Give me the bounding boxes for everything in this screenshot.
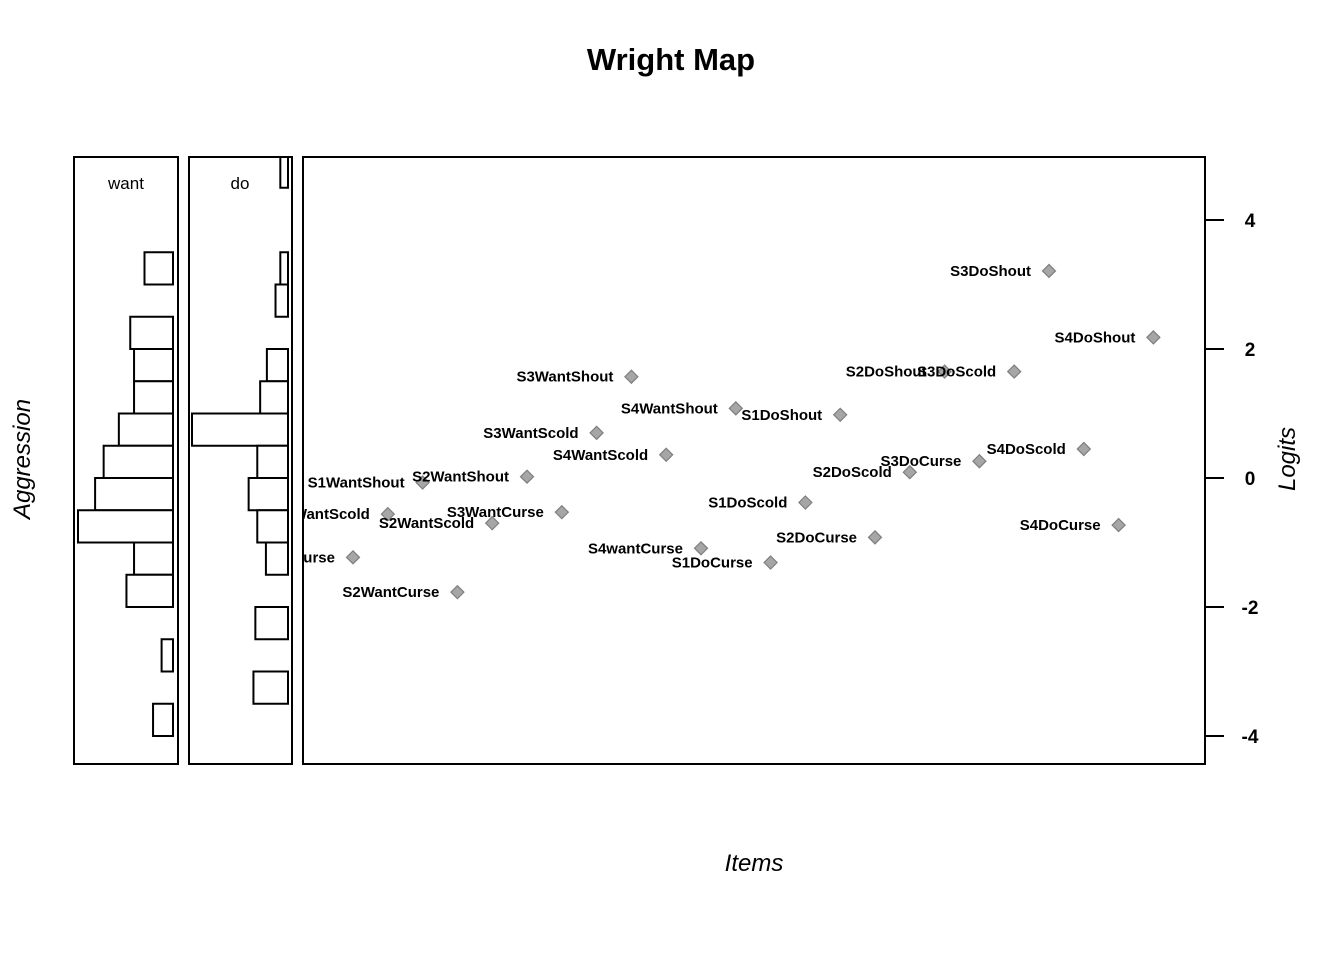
item-label: S3WantCurse	[447, 504, 544, 521]
do-histogram-bar	[256, 509, 289, 544]
do-histogram-bar	[264, 541, 290, 576]
want-histogram-bar	[125, 573, 174, 608]
want-panel-frame	[73, 156, 179, 765]
want-histogram-panel: want	[73, 156, 179, 765]
item-point	[867, 529, 883, 545]
item-label: S4wantCurse	[588, 540, 683, 557]
item-point	[1006, 364, 1022, 379]
want-histogram-bar	[152, 702, 175, 737]
item-point	[415, 475, 430, 490]
item-point	[1111, 517, 1126, 533]
item-point	[693, 540, 709, 556]
item-label: S4WantScold	[553, 447, 648, 464]
do-histogram-bar	[279, 251, 290, 286]
item-label: S1WantScold	[275, 506, 370, 523]
x-axis-title: Items	[725, 850, 784, 877]
item-point	[728, 400, 744, 416]
item-point	[1076, 441, 1092, 457]
item-label: S3WantShout	[516, 369, 613, 386]
item-label: S4DoShout	[1055, 329, 1136, 346]
item-point	[624, 369, 639, 385]
item-label: S1DoScold	[708, 495, 787, 512]
left-axis-title: Aggression	[9, 399, 36, 521]
item-label: S3DoShout	[950, 263, 1031, 280]
do-histogram-panel: do	[188, 156, 293, 765]
item-label: S3DoScold	[917, 364, 996, 381]
item-point	[484, 515, 500, 531]
item-point	[450, 584, 465, 600]
item-point	[937, 364, 952, 379]
do-histogram-bar	[259, 380, 290, 415]
items-plot-frame	[302, 156, 1206, 765]
item-label: S2DoScold	[813, 464, 892, 481]
y-tick-label: 0	[1245, 469, 1256, 490]
item-point	[763, 555, 778, 570]
item-point	[1041, 263, 1057, 279]
item-label: S1WantCurse	[238, 549, 335, 566]
y-tick-label: 4	[1245, 211, 1256, 232]
item-point	[589, 425, 604, 441]
want-histogram-bar	[77, 509, 174, 544]
want-histogram-bar	[143, 251, 174, 286]
item-label: S4WantShout	[621, 400, 718, 417]
want-histogram-bar	[129, 315, 174, 350]
y-tick-label: 2	[1245, 340, 1256, 361]
want-panel-label: want	[107, 174, 144, 193]
do-histogram-bar	[247, 477, 289, 512]
item-points-layer: S1WantCurse S1WantScold S1WantShoutS2WantC…	[238, 263, 1161, 601]
item-label: S2WantCurse	[342, 584, 439, 601]
want-histogram-bar	[94, 477, 174, 512]
item-point	[519, 469, 535, 485]
item-point	[380, 506, 396, 522]
item-label: S1DoCurse	[672, 554, 753, 571]
item-point	[832, 407, 848, 423]
do-histogram-bar	[256, 444, 289, 479]
y-tick-label: -2	[1242, 598, 1259, 619]
item-label: S2WantScold	[379, 515, 474, 532]
item-label: S3DoCurse	[881, 453, 962, 470]
item-point	[972, 453, 987, 469]
do-histogram-bar	[252, 670, 290, 705]
want-histogram-bar	[133, 380, 175, 415]
item-label: S3WantScold	[483, 425, 578, 442]
item-label: S1WantShout	[308, 475, 405, 492]
chart-title: Wright Map	[587, 42, 755, 77]
want-histogram-bar	[160, 638, 175, 673]
right-axis-title: Logits	[1274, 427, 1301, 491]
want-histogram-bar	[133, 541, 175, 576]
item-label: S2WantShout	[412, 469, 509, 486]
item-label: S4DoCurse	[1020, 517, 1101, 534]
item-point	[902, 464, 918, 480]
logits-axis: 4 2 0 -2 -4	[1205, 211, 1259, 748]
item-point	[345, 549, 361, 565]
do-histogram-bar	[191, 412, 289, 447]
y-tick-label: -4	[1242, 727, 1259, 748]
item-point	[554, 504, 570, 520]
want-histogram-bar	[133, 348, 175, 383]
do-histogram-bar	[254, 606, 289, 641]
do-panel-label: do	[231, 174, 250, 193]
item-point	[1146, 330, 1161, 345]
do-histogram-bar	[279, 156, 290, 189]
item-label: S4DoScold	[987, 441, 1066, 458]
want-histogram-bar	[117, 412, 174, 447]
want-histogram-bar	[102, 444, 174, 479]
do-histogram-bar	[265, 348, 290, 383]
item-point	[658, 447, 674, 463]
do-histogram-bar	[274, 283, 289, 318]
do-panel-frame	[188, 156, 293, 765]
item-label: S1DoShout	[741, 407, 822, 424]
item-label: S2DoShout	[846, 364, 927, 381]
item-label: S2DoCurse	[776, 529, 857, 546]
item-point	[798, 495, 813, 510]
